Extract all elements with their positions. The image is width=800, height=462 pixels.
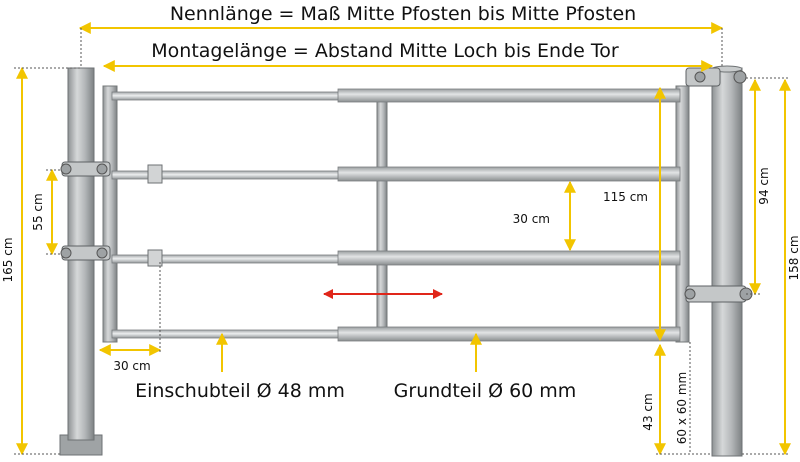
insert-part-label: Einschubteil Ø 48 mm [135, 380, 345, 402]
bracket-spacing-label: 94 cm [757, 167, 771, 204]
nominal-length-label: Nennlänge = Maß Mitte Pfosten bis Mitte … [170, 3, 636, 25]
base-part-label: Grundteil Ø 60 mm [394, 380, 577, 402]
gate-height-label: 115 cm [603, 190, 648, 204]
right-post [711, 65, 743, 457]
insert-overlap-label: 30 cm [113, 359, 150, 373]
total-height-label: 165 cm [1, 237, 15, 282]
post-profile-label: 60 x 60 mm [675, 372, 689, 444]
right-brackets [684, 67, 753, 303]
extension-lines [14, 28, 790, 455]
hinge-spacing-label: 55 cm [31, 193, 45, 230]
ground-clearance-label: 43 cm [641, 393, 655, 430]
post-height-label: 158 cm [787, 235, 800, 280]
bar-gap-label: 30 cm [513, 212, 550, 226]
gate-bars [111, 88, 681, 342]
gate-frame [102, 85, 690, 343]
dimension-lines [16, 22, 791, 456]
left-post [59, 67, 103, 456]
mounting-length-label: Montagelänge = Abstand Mitte Loch bis En… [151, 40, 619, 62]
left-hinges [60, 161, 111, 261]
